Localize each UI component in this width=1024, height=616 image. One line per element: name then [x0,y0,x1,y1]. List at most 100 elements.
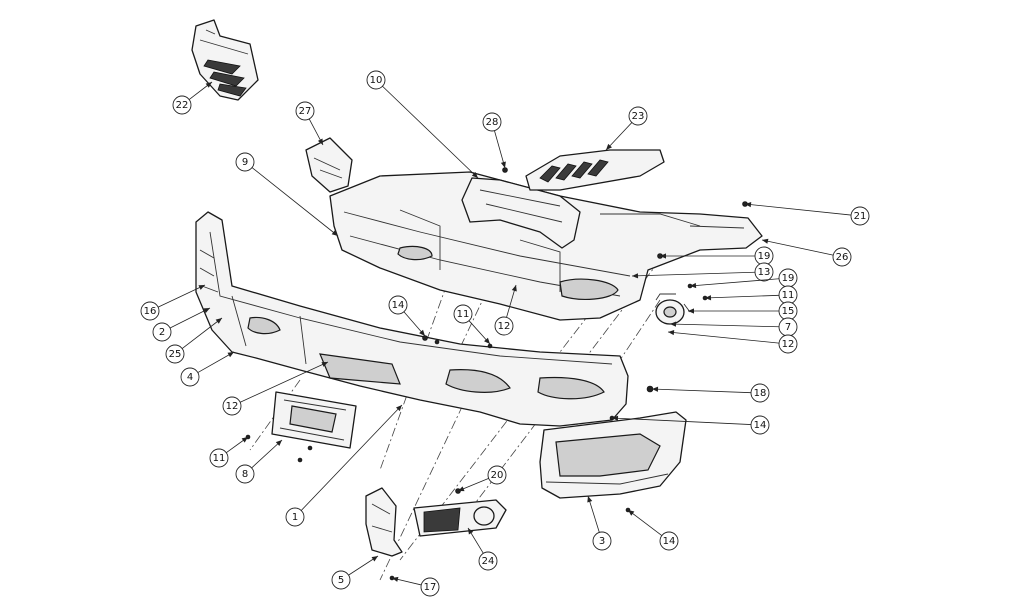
leader-line [197,351,235,373]
leader-arrowhead [317,138,323,145]
leader-arrowhead [745,202,752,208]
callout-bubble [165,344,185,364]
leader-arrowhead [227,352,234,358]
callout-number: 28 [486,117,499,128]
callout-c9: 9 [235,152,339,237]
part-8-license-bracket [271,391,357,449]
callout-bubble [209,448,229,468]
leader-arrowhead [660,253,666,259]
callout-number: 16 [144,306,157,317]
callout-bubble [235,464,255,484]
callout-bubble [295,101,315,121]
callout-c15: 15 [688,301,798,321]
callout-c10: 10 [366,70,479,179]
callout-bubble [494,316,514,336]
callout-bubble [180,367,200,387]
leader-arrowhead [628,510,635,516]
part-27-left-bracket [305,137,353,193]
callout-bubble [750,415,770,435]
callout-number: 1 [292,512,298,523]
callout-number: 8 [242,469,248,480]
callout-number: 18 [754,388,767,399]
leader-line [240,361,329,403]
callout-bubble [285,507,305,527]
leader-arrowhead [652,386,659,392]
callout-c4: 4 [180,351,235,387]
callout-bubble [592,531,612,551]
callout-c11a: 11 [704,285,798,305]
leader-line [669,323,780,328]
callout-number: 25 [169,349,182,360]
callout-bubble [482,112,502,132]
leader-arrowhead [395,405,402,412]
leader-line [300,404,403,511]
callout-number: 15 [782,306,795,317]
callout-number: 10 [370,75,383,86]
callout-c21: 21 [744,202,870,226]
leader-arrowhead [458,486,465,492]
callout-c18: 18 [651,383,770,403]
callout-c11c: 11 [209,436,249,468]
callout-c23: 23 [605,106,648,151]
callout-c22: 22 [172,81,213,115]
callout-number: 19 [758,251,771,262]
callout-bubble [453,304,473,324]
callout-number: 3 [599,536,605,547]
callout-c12b: 12 [494,284,517,336]
leader-line [631,271,756,277]
callout-number: 13 [758,267,771,278]
callout-number: 23 [632,111,645,122]
leader-line [157,284,206,308]
callout-bubble [832,247,852,267]
callout-number: 26 [836,252,849,263]
leader-line [587,495,600,533]
leader-line [627,509,663,536]
callout-c13: 13 [631,262,774,282]
leader-arrowhead [612,415,619,421]
leader-arrowhead [670,321,677,327]
leader-arrowhead [468,528,474,535]
callout-number: 7 [785,322,791,333]
callout-c27: 27 [295,101,324,146]
callout-number: 19 [782,273,795,284]
callout-number: 22 [176,100,189,111]
callout-number: 14 [754,420,767,431]
leader-line [251,167,339,237]
callout-bubble [487,465,507,485]
callout-bubble [366,70,386,90]
leader-arrowhead [205,82,212,88]
leader-arrowhead [688,308,694,314]
part-3-right-end-cap [539,411,687,499]
callout-bubble [140,301,160,321]
leader-arrowhead [331,230,338,236]
callout-c14b: 14 [611,415,770,435]
callout-c24: 24 [467,527,498,571]
part-23-grille-vent [525,149,665,191]
leader-arrowhead [419,329,425,336]
callout-number: 4 [187,372,193,383]
part-5-lower-bracket [365,487,403,557]
callout-number: 24 [482,556,495,567]
callout-bubble [478,551,498,571]
callout-c17: 17 [391,576,440,597]
leader-arrowhead [690,282,697,289]
callout-number: 9 [242,157,248,168]
callout-number: 11 [457,309,470,320]
callout-number: 14 [392,300,405,311]
callout-bubble [754,262,774,282]
callout-c26: 26 [761,238,852,267]
leader-line [689,278,780,287]
callout-number: 11 [782,290,795,301]
callout-c1: 1 [285,404,403,527]
leader-arrowhead [484,337,490,344]
leader-line [667,331,780,344]
callout-number: 17 [424,582,437,593]
callout-bubble [235,152,255,172]
callout-number: 12 [498,321,511,332]
callout-number: 11 [213,453,226,464]
callout-c11b: 11 [453,304,491,345]
leader-arrowhead [203,308,210,314]
callout-c12c: 12 [222,361,329,416]
leader-line [181,317,223,349]
